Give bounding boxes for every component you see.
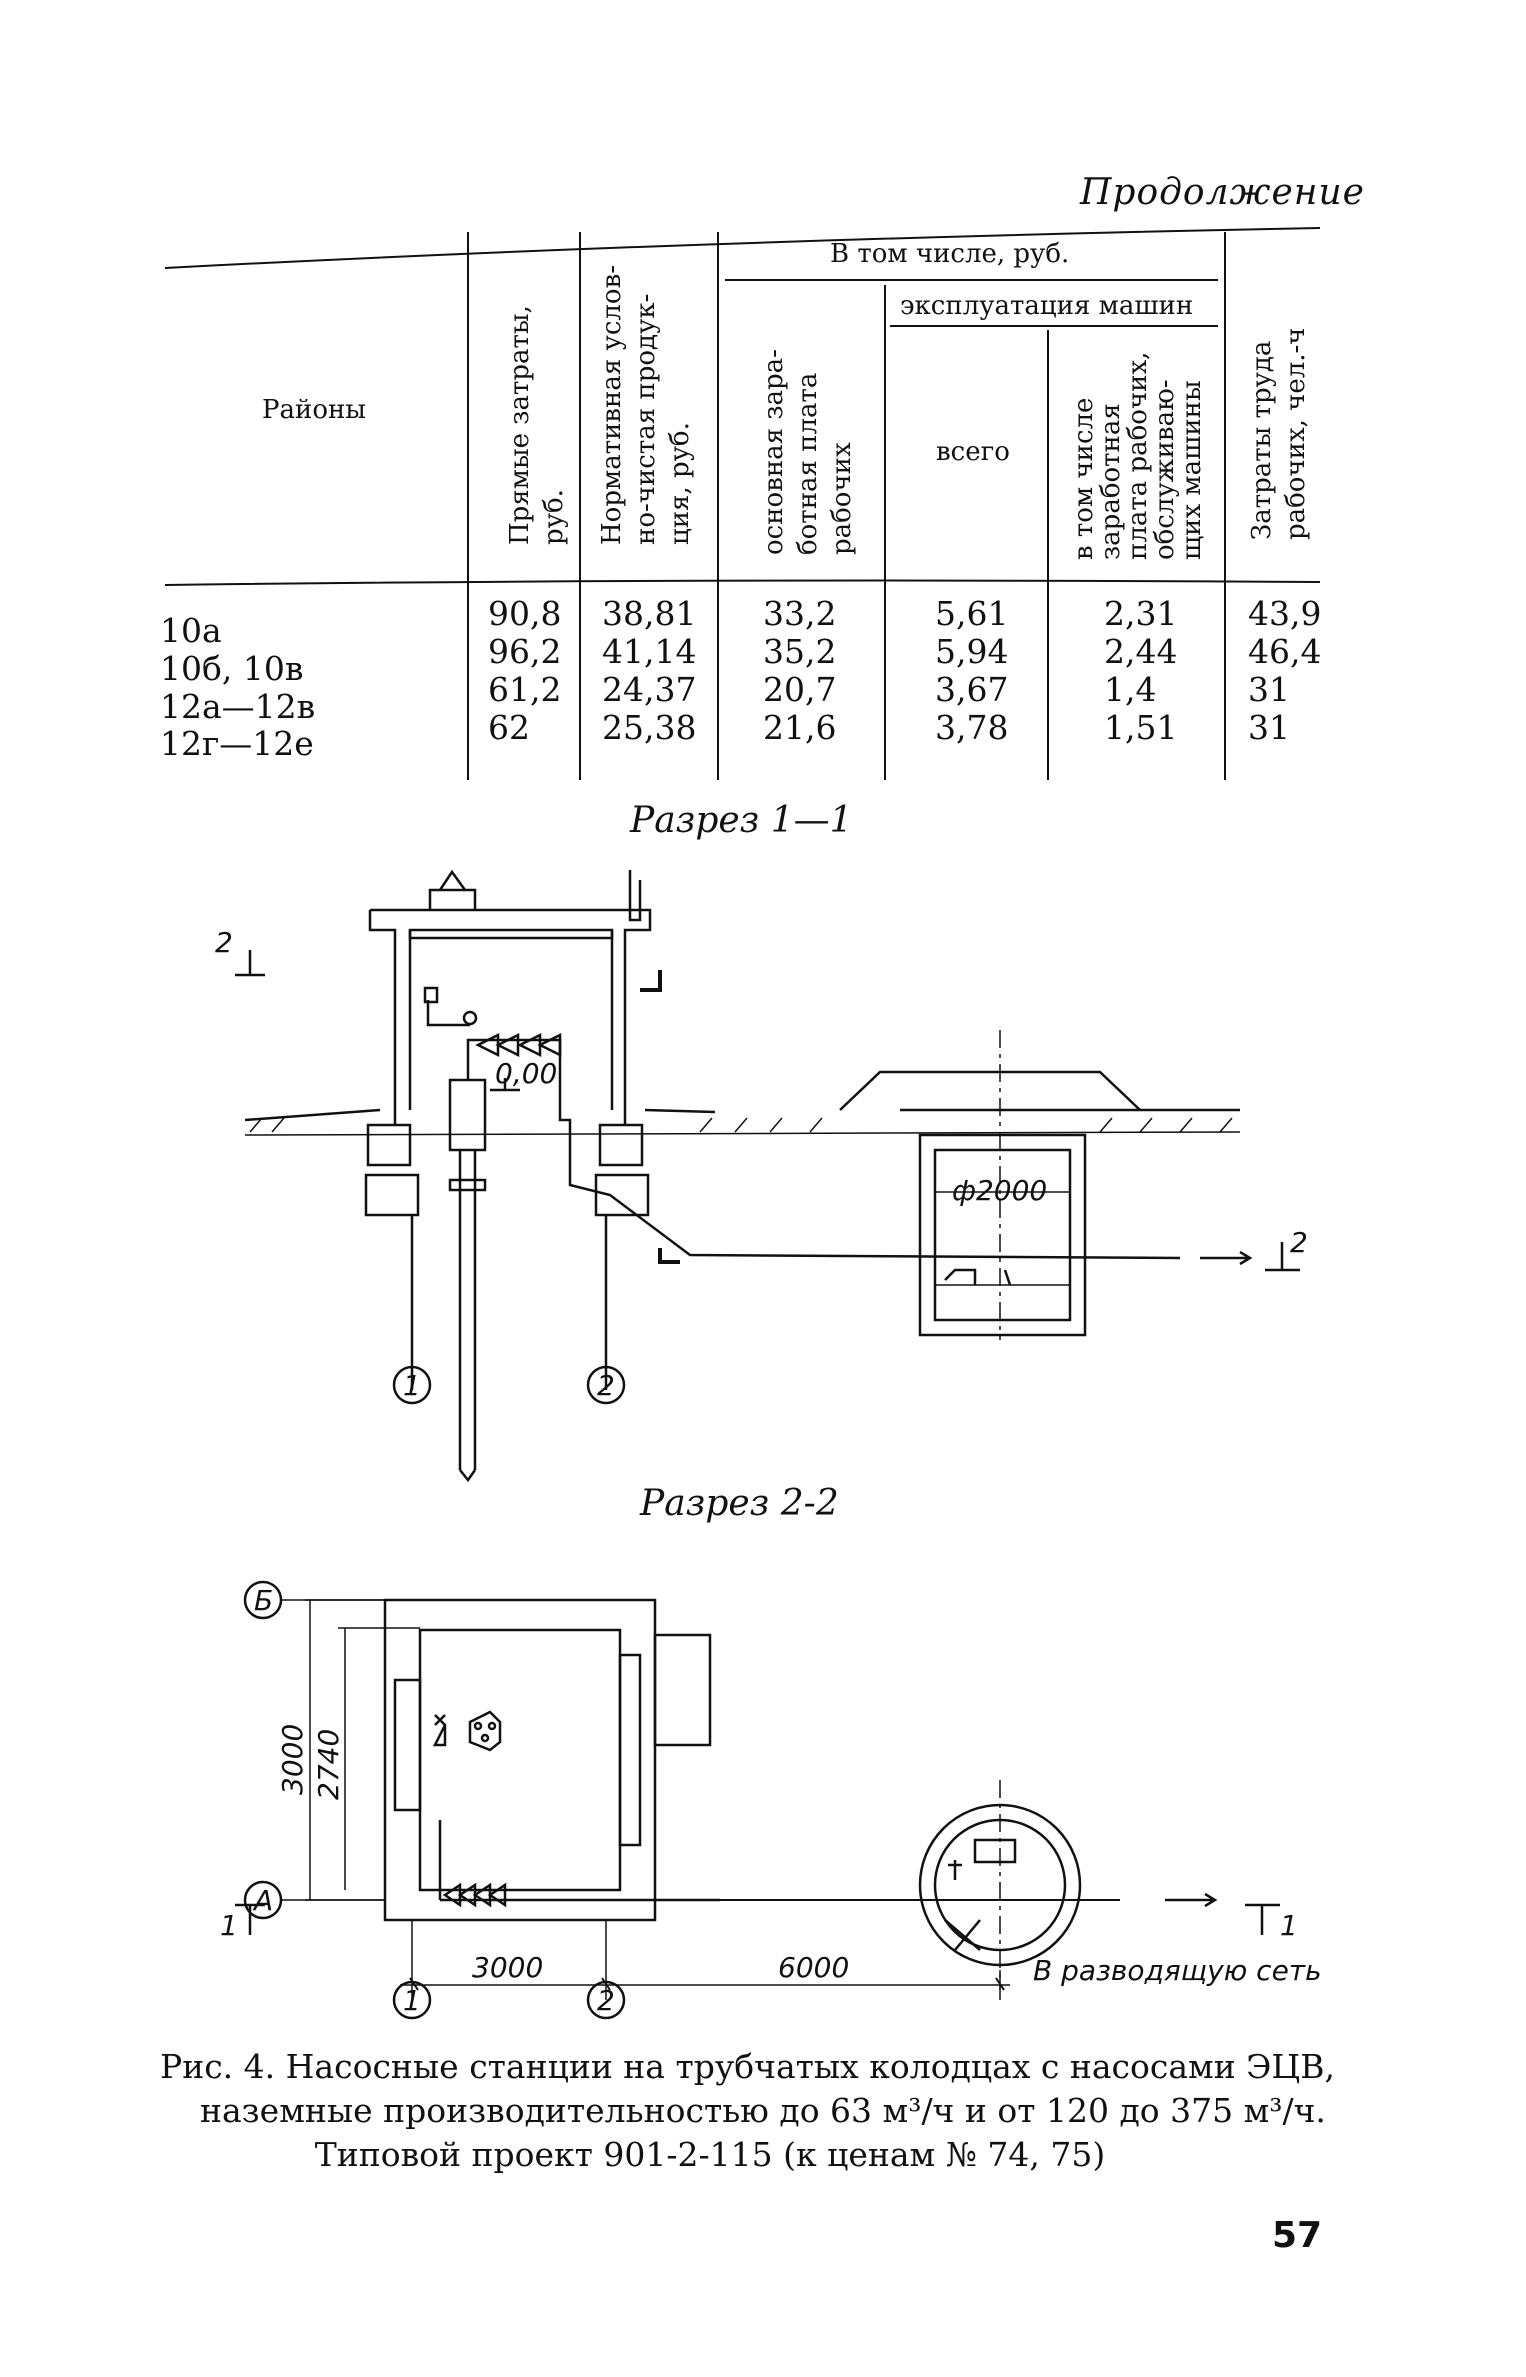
caption-line-1: Рис. 4. Насосные станции на трубчатых ко… [160, 2047, 1335, 2086]
header-total: всего [936, 437, 1010, 467]
svg-text:10б, 10в: 10б, 10в [160, 649, 303, 688]
svg-text:21,6: 21,6 [763, 708, 836, 747]
dim-6000: 6000 [778, 1951, 849, 1984]
section-2-2-drawing: Разрез 2-2 [220, 1483, 1322, 2020]
svg-text:5,61: 5,61 [935, 594, 1008, 633]
svg-text:38,81: 38,81 [602, 594, 696, 633]
svg-text:62: 62 [488, 708, 530, 747]
svg-text:25,38: 25,38 [602, 708, 696, 747]
diameter-label: ф2000 [952, 1174, 1047, 1207]
svg-text:96,2: 96,2 [488, 632, 561, 671]
continuation-label: Продолжение [1080, 172, 1365, 213]
header-districts: Районы [262, 395, 366, 425]
svg-text:в том числе: в том числе [1069, 398, 1099, 560]
svg-text:3,78: 3,78 [935, 708, 1008, 747]
section-2-title: Разрез 2-2 [639, 1483, 839, 1524]
svg-text:31: 31 [1248, 708, 1290, 747]
svg-text:но-чистая продук-: но-чистая продук- [631, 294, 661, 545]
svg-text:Нормативная услов-: Нормативная услов- [597, 265, 627, 545]
header-labor: Затраты труда рабочих, чел.-ч [1247, 328, 1311, 541]
caption-line-2: наземные производительностью до 63 м³/ч … [200, 2091, 1326, 2130]
cost-table: Районы Прямые затраты, руб. Нормативная … [160, 227, 1321, 780]
svg-text:5,94: 5,94 [935, 632, 1008, 671]
cut-mark-left: 1 [220, 1909, 238, 1942]
network-note: В разводящую сеть [1033, 1954, 1322, 1987]
section-1-title: Разрез 1—1 [629, 800, 853, 841]
svg-text:3,67: 3,67 [935, 670, 1008, 709]
svg-text:12г—12е: 12г—12е [160, 724, 314, 763]
table-row: 12а—12в 61,2 24,37 20,7 3,67 1,4 31 [160, 670, 1290, 726]
svg-text:заработная: заработная [1096, 403, 1126, 560]
axis-2-label: 2 [597, 1369, 615, 1402]
svg-text:ботная плата: ботная плата [793, 373, 823, 555]
header-incl-wage: в том числе заработная плата рабочих, об… [1069, 352, 1207, 560]
svg-text:31: 31 [1248, 670, 1290, 709]
page-number: 57 [1272, 2215, 1323, 2256]
svg-text:2,31: 2,31 [1104, 594, 1177, 633]
header-direct-costs: Прямые затраты, руб. [505, 305, 569, 545]
svg-text:щих машины: щих машины [1177, 380, 1207, 560]
svg-text:10а: 10а [160, 611, 222, 650]
svg-text:41,14: 41,14 [602, 632, 696, 671]
figure-caption: Рис. 4. Насосные станции на трубчатых ко… [160, 2045, 1360, 2177]
svg-text:1,4: 1,4 [1104, 670, 1156, 709]
axis-2-label: 2 [597, 1984, 615, 2017]
caption-line-3: Типовой проект 901-2-115 (к ценам № 74, … [314, 2135, 1106, 2174]
table-row: 10а 90,8 38,81 33,2 5,61 2,31 43,9 [160, 594, 1321, 650]
cut-mark-right: 2 [1290, 1226, 1308, 1259]
svg-text:61,2: 61,2 [488, 670, 561, 709]
table-row: 10б, 10в 96,2 41,14 35,2 5,94 2,44 46,4 [160, 632, 1321, 688]
header-normative-net: Нормативная услов- но-чистая продук- ция… [597, 265, 695, 545]
dim-3000-horizontal: 3000 [472, 1951, 543, 1984]
svg-text:руб.: руб. [539, 489, 569, 545]
svg-text:24,37: 24,37 [602, 670, 696, 709]
svg-text:35,2: 35,2 [763, 632, 836, 671]
dim-2740: 2740 [312, 1729, 345, 1800]
svg-text:обслуживаю-: обслуживаю- [1150, 380, 1180, 561]
svg-text:ция, руб.: ция, руб. [665, 422, 695, 545]
section-1-1-drawing: Разрез 1—1 [215, 800, 1308, 1483]
svg-text:90,8: 90,8 [488, 594, 561, 633]
dim-3000-vertical: 3000 [276, 1724, 309, 1795]
svg-text:43,9: 43,9 [1248, 594, 1321, 633]
svg-text:2,44: 2,44 [1104, 632, 1177, 671]
svg-text:12а—12в: 12а—12в [160, 687, 315, 726]
header-including: В том числе, руб. [830, 239, 1069, 269]
level-label: 0,00 [495, 1057, 557, 1090]
svg-text:Прямые затраты,: Прямые затраты, [505, 305, 535, 545]
svg-text:рабочих: рабочих [827, 442, 857, 555]
svg-text:33,2: 33,2 [763, 594, 836, 633]
svg-text:Затраты труда: Затраты труда [1247, 341, 1277, 540]
axis-1-label: 1 [403, 1369, 421, 1402]
svg-text:1,51: 1,51 [1104, 708, 1177, 747]
svg-text:20,7: 20,7 [763, 670, 836, 709]
axis-b-label: Б [254, 1584, 273, 1617]
svg-text:рабочих, чел.-ч: рабочих, чел.-ч [1281, 328, 1311, 541]
svg-text:плата рабочих,: плата рабочих, [1123, 352, 1153, 560]
table-row: 12г—12е 62 25,38 21,6 3,78 1,51 31 [160, 708, 1290, 763]
header-machine-operation: эксплуатация машин [900, 291, 1193, 321]
cut-mark-left: 2 [215, 926, 233, 959]
svg-text:основная зара-: основная зара- [759, 349, 789, 555]
header-base-wage: основная зара- ботная плата рабочих [759, 349, 857, 555]
svg-text:46,4: 46,4 [1248, 632, 1321, 671]
axis-a-label: А [252, 1884, 273, 1917]
cut-mark-right: 1 [1280, 1909, 1298, 1942]
axis-1-label: 1 [403, 1984, 421, 2017]
